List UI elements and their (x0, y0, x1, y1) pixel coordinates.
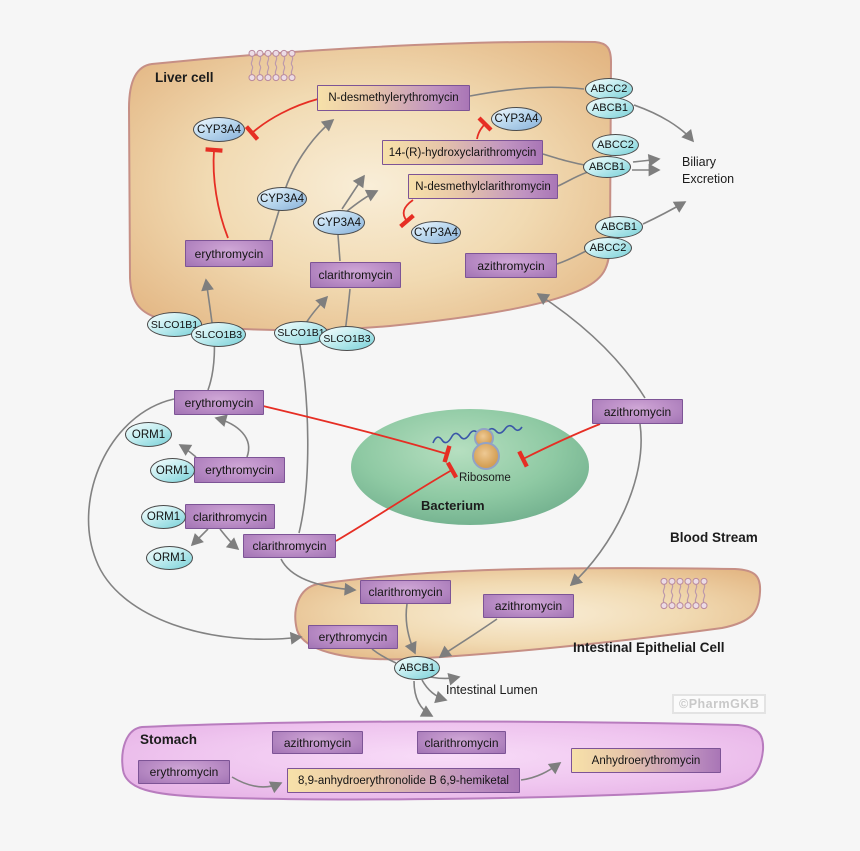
liver-clarithromycin-box: clarithromycin (310, 262, 401, 288)
abcc2-oval: ABCC2 (592, 134, 639, 156)
inhibit-arrow (399, 199, 415, 229)
flow-arrow (371, 648, 397, 664)
flow-arrow (341, 174, 365, 210)
blood-clarithromycin-box: clarithromycin (243, 534, 336, 558)
abcb1-oval: ABCB1 (595, 216, 643, 238)
flow-arrow (87, 398, 303, 645)
abcc2-oval: ABCC2 (585, 78, 633, 100)
blood-stream-label: Blood Stream (670, 530, 758, 545)
flow-arrow (413, 680, 434, 717)
abcc2-oval: ABCC2 (584, 237, 632, 259)
stomach-erythromycin-box: erythromycin (138, 760, 230, 784)
liver-azithromycin-box: azithromycin (465, 253, 557, 278)
flow-arrow (231, 776, 283, 794)
intestinal-lumen-label: Intestinal Lumen (446, 683, 538, 697)
pharmgkb-watermark: ©PharmGKB (672, 694, 767, 714)
flow-arrow (633, 104, 695, 143)
flow-arrow (438, 618, 498, 658)
anhydro-hemiketal-box: 8,9-anhydroerythronolide B 6,9-hemiketal (287, 768, 520, 793)
n-desmethylerythromycin-box: N-desmethylerythromycin (317, 85, 470, 111)
cyp3a4-oval: CYP3A4 (313, 210, 365, 235)
liver-erythromycin-box: erythromycin (185, 240, 273, 267)
flow-arrow (214, 414, 250, 458)
intestinal-azithromycin-box: azithromycin (483, 594, 574, 618)
flow-arrow (421, 679, 448, 704)
cyp3a4-oval: CYP3A4 (491, 107, 542, 131)
blood-erythromycin-box: erythromycin (174, 390, 264, 415)
cyp3a4-oval: CYP3A4 (411, 221, 461, 244)
slco1b1-oval: SLCO1B1 (274, 321, 328, 345)
inhibit-arrow (517, 423, 601, 468)
stomach-clarithromycin-box: clarithromycin (417, 731, 506, 754)
flow-arrow (520, 762, 562, 781)
inhibit-arrow (205, 147, 229, 239)
flow-arrow (557, 171, 589, 187)
flow-arrow (219, 528, 240, 551)
liver-cell-label: Liver cell (155, 70, 214, 85)
anhydroerythromycin-box: Anhydroerythromycin (571, 748, 721, 773)
blood-erythromycin-orm-box: erythromycin (194, 457, 285, 483)
inhibit-arrow (335, 461, 459, 542)
flow-arrow (178, 444, 197, 458)
flow-arrow (298, 295, 329, 534)
slco1b3-oval: SLCO1B3 (319, 326, 375, 351)
flow-arrow (632, 153, 661, 167)
slco1b3-oval: SLCO1B3 (191, 322, 246, 347)
flow-arrow (190, 528, 209, 547)
orm1-oval: ORM1 (146, 546, 193, 570)
flow-arrow (536, 293, 646, 399)
flow-arrow (469, 86, 585, 97)
abcb1-oval: ABCB1 (583, 156, 631, 178)
inhibit-arrow (244, 98, 319, 141)
flow-arrow (345, 189, 379, 213)
bacterium-label: Bacterium (421, 498, 485, 513)
blood-clarithromycin-orm-box: clarithromycin (185, 504, 275, 529)
cyp3a4-oval: CYP3A4 (257, 187, 307, 211)
blood-azithromycin-box: azithromycin (592, 399, 683, 424)
flow-arrow (337, 234, 341, 262)
biliary-excretion-label: Biliary Excretion (682, 155, 735, 187)
flow-arrow (280, 558, 357, 596)
orm1-oval: ORM1 (125, 422, 172, 447)
cyp3a4-oval: CYP3A4 (193, 117, 245, 142)
flow-arrow (642, 201, 687, 225)
intestinal-clarithromycin-box: clarithromycin (360, 580, 451, 604)
orm1-oval: ORM1 (150, 458, 195, 483)
flow-arrow (429, 673, 461, 686)
intestinal-erythromycin-box: erythromycin (308, 625, 398, 649)
stomach-label: Stomach (140, 732, 198, 747)
abcb1-oval: ABCB1 (586, 97, 634, 119)
ribosome-icon (432, 424, 523, 470)
flow-arrow (404, 603, 417, 655)
orm1-oval: ORM1 (141, 505, 186, 529)
hydroxyclarithromycin-box: 14-(R)-hydroxyclarithromycin (382, 140, 543, 165)
ribosome-label: Ribosome (459, 472, 511, 484)
flow-arrow (569, 423, 642, 587)
abcb1-oval: ABCB1 (394, 656, 440, 680)
stomach-azithromycin-box: azithromycin (272, 731, 363, 754)
inhibit-arrow (476, 116, 493, 140)
intestinal-cell-label: Intestinal Epithelial Cell (573, 640, 725, 655)
n-desmethylclarithromycin-box: N-desmethylclarithromycin (408, 174, 558, 199)
inhibit-arrow (262, 405, 452, 463)
